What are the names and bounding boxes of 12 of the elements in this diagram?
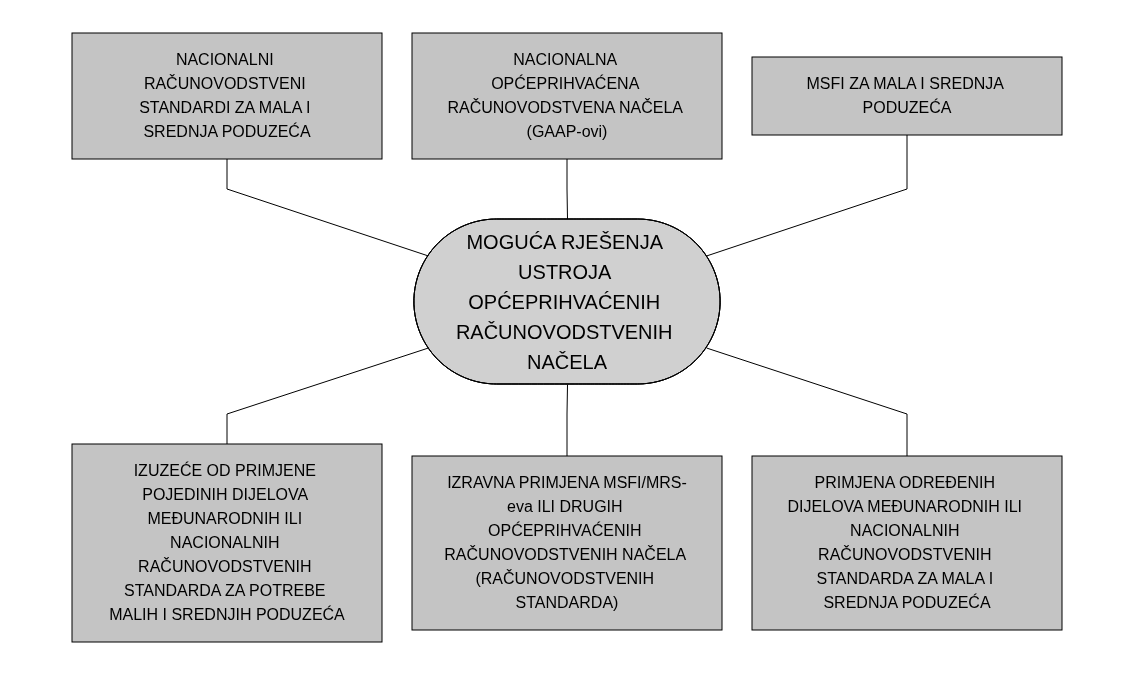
node-box: NACIONALNI RAČUNOVODSTVENI STANDARDI ZA MALA I SREDNJA PODUZEĆA [71,32,383,160]
connector [226,158,429,257]
node-box: NACIONALNA OPĆEPRIHVAĆENA RAČUNOVODSTVENA NAČELA (GAAP-ovi) [411,32,723,160]
connector [706,134,908,257]
connector [566,158,568,220]
node-box: MSFI ZA MALA I SREDNJA PODUZEĆA [751,56,1063,136]
node-box: IZUZEĆE OD PRIMJENE POJEDINIH DIJELOVA MEĐUNARODNIH ILI NACIONALNIH RAČUNOVODSTVENIH STANDARDA ZA POTREBE MALIH I SREDNJIH PODUZEĆA [71,443,383,643]
node-box: PRIMJENA ODREĐENIH DIJELOVA MEĐUNARODNIH ILI NACIONALNIH RAČUNOVODSTVENIH STANDARDA ZA MALA I SREDNJA PODUZEĆA [751,455,1063,631]
connector [706,347,908,457]
connector [226,347,429,445]
connector [566,384,568,457]
node-box: IZRAVNA PRIMJENA MSFI/MRS-eva ILI DRUGIH OPĆEPRIHVAĆENIH RAČUNOVODSTVENIH NAČELA (RAČUNOVODSTVENIH STANDARDA) [411,455,723,631]
